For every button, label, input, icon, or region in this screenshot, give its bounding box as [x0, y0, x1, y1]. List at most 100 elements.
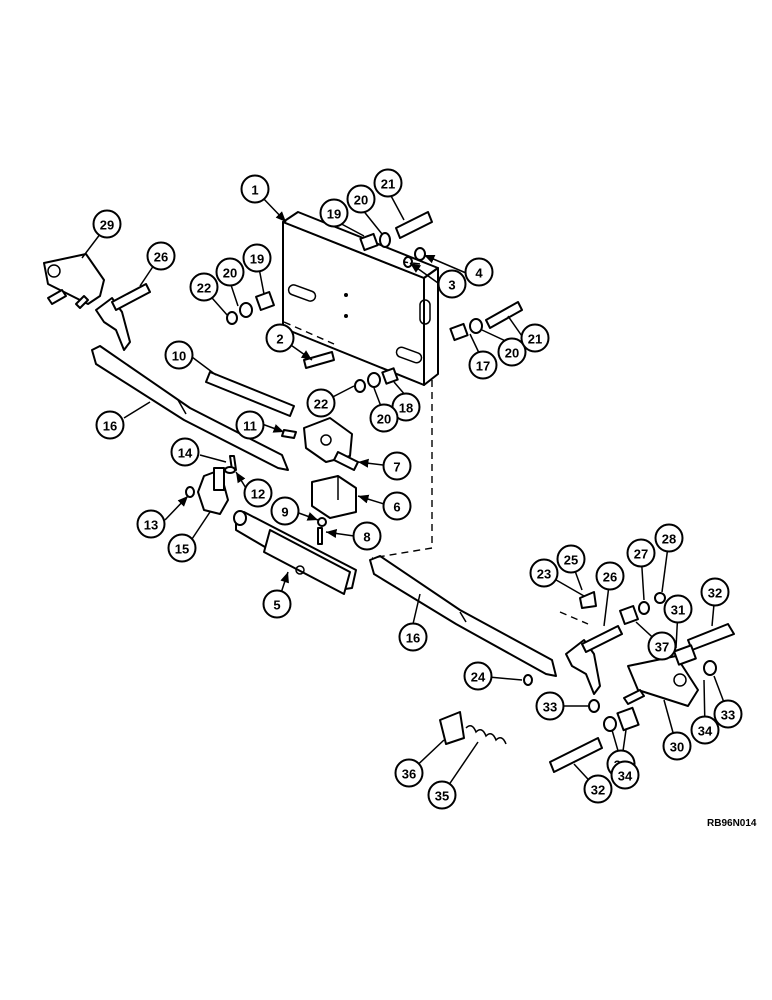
right-mount-block — [623, 655, 699, 707]
callout-23: 23 — [529, 558, 559, 588]
svg-text:27: 27 — [634, 547, 648, 562]
bracket-plate — [282, 211, 439, 386]
svg-text:31: 31 — [671, 603, 685, 618]
svg-text:9: 9 — [281, 505, 288, 520]
callout-group: 1 2 3 4 5 6 7 8 9 10 11 12 13 14 15 16 1… — [92, 168, 743, 810]
callout-33: 33 — [535, 691, 565, 721]
hardware — [185, 211, 735, 773]
callout-20: 20 — [346, 184, 376, 214]
callout-35: 35 — [427, 780, 457, 810]
callout-18: 18 — [391, 392, 421, 422]
svg-text:28: 28 — [662, 532, 676, 547]
rod-10 — [205, 371, 295, 417]
callout-20: 20 — [215, 257, 245, 287]
svg-text:5: 5 — [273, 598, 280, 613]
svg-text:3: 3 — [448, 278, 455, 293]
svg-text:20: 20 — [505, 346, 519, 361]
pivot-lever-left — [95, 283, 151, 351]
svg-text:4: 4 — [475, 266, 483, 281]
callout-12: 12 — [243, 478, 273, 508]
callout-15: 15 — [167, 533, 197, 563]
callout-21: 21 — [373, 168, 403, 198]
svg-text:11: 11 — [243, 419, 257, 434]
svg-text:34: 34 — [698, 724, 713, 739]
svg-text:35: 35 — [435, 789, 449, 804]
svg-text:22: 22 — [197, 281, 211, 296]
svg-text:32: 32 — [708, 586, 722, 601]
svg-text:19: 19 — [250, 252, 264, 267]
callout-9: 9 — [270, 496, 300, 526]
rod-left — [91, 345, 289, 471]
drawing-reference: RB96N014 — [707, 818, 757, 829]
callout-8: 8 — [352, 521, 382, 551]
callout-22: 22 — [306, 388, 336, 418]
svg-text:16: 16 — [103, 419, 117, 434]
callout-26: 26 — [595, 561, 625, 591]
callout-20: 20 — [497, 337, 527, 367]
svg-text:12: 12 — [251, 487, 265, 502]
svg-text:22: 22 — [314, 397, 328, 412]
svg-text:17: 17 — [476, 359, 490, 374]
svg-text:20: 20 — [377, 412, 391, 427]
callout-11: 11 — [235, 410, 265, 440]
callout-16: 16 — [95, 410, 125, 440]
callout-32: 32 — [700, 577, 730, 607]
callout-31: 31 — [663, 594, 693, 624]
svg-text:21: 21 — [381, 177, 395, 192]
svg-text:8: 8 — [363, 530, 370, 545]
hydraulic-cylinder — [233, 510, 357, 595]
svg-text:23: 23 — [537, 567, 551, 582]
callout-14: 14 — [170, 437, 200, 467]
callout-5: 5 — [262, 589, 292, 619]
svg-text:30: 30 — [670, 740, 684, 755]
spring-assembly — [439, 711, 507, 745]
callout-33: 33 — [713, 699, 743, 729]
callout-4: 4 — [464, 257, 494, 287]
callout-30: 30 — [662, 731, 692, 761]
pivot-lever-right — [565, 625, 623, 695]
svg-text:1: 1 — [251, 183, 258, 198]
callout-1: 1 — [240, 174, 270, 204]
callout-28: 28 — [654, 523, 684, 553]
callout-7: 7 — [382, 451, 412, 481]
callout-36: 36 — [394, 758, 424, 788]
callout-2: 2 — [265, 323, 295, 353]
rod-right — [369, 555, 557, 677]
callout-6: 6 — [382, 491, 412, 521]
svg-text:21: 21 — [528, 332, 542, 347]
svg-text:20: 20 — [354, 193, 368, 208]
svg-text:24: 24 — [471, 670, 486, 685]
svg-text:20: 20 — [223, 266, 237, 281]
svg-text:14: 14 — [178, 446, 193, 461]
callout-21: 21 — [520, 323, 550, 353]
small-bracket — [311, 475, 357, 519]
valve-block — [303, 417, 359, 471]
svg-text:26: 26 — [154, 250, 168, 265]
svg-text:10: 10 — [172, 349, 186, 364]
svg-text:32: 32 — [591, 783, 605, 798]
left-mount-block — [43, 253, 105, 309]
svg-text:25: 25 — [564, 553, 578, 568]
callout-3: 3 — [437, 269, 467, 299]
svg-text:6: 6 — [393, 500, 400, 515]
callout-17: 17 — [468, 350, 498, 380]
callout-13: 13 — [136, 509, 166, 539]
callout-22: 22 — [189, 272, 219, 302]
callout-24: 24 — [463, 661, 493, 691]
callout-20: 20 — [369, 403, 399, 433]
callout-27: 27 — [626, 538, 656, 568]
callout-32: 32 — [583, 774, 613, 804]
svg-text:36: 36 — [402, 767, 416, 782]
callout-19: 19 — [242, 243, 272, 273]
svg-text:16: 16 — [406, 631, 420, 646]
svg-text:7: 7 — [393, 460, 400, 475]
svg-text:33: 33 — [721, 708, 735, 723]
svg-text:29: 29 — [100, 218, 114, 233]
callout-37: 37 — [647, 631, 677, 661]
svg-text:18: 18 — [399, 401, 413, 416]
svg-text:33: 33 — [543, 700, 557, 715]
svg-text:37: 37 — [655, 640, 669, 655]
svg-text:2: 2 — [276, 332, 283, 347]
